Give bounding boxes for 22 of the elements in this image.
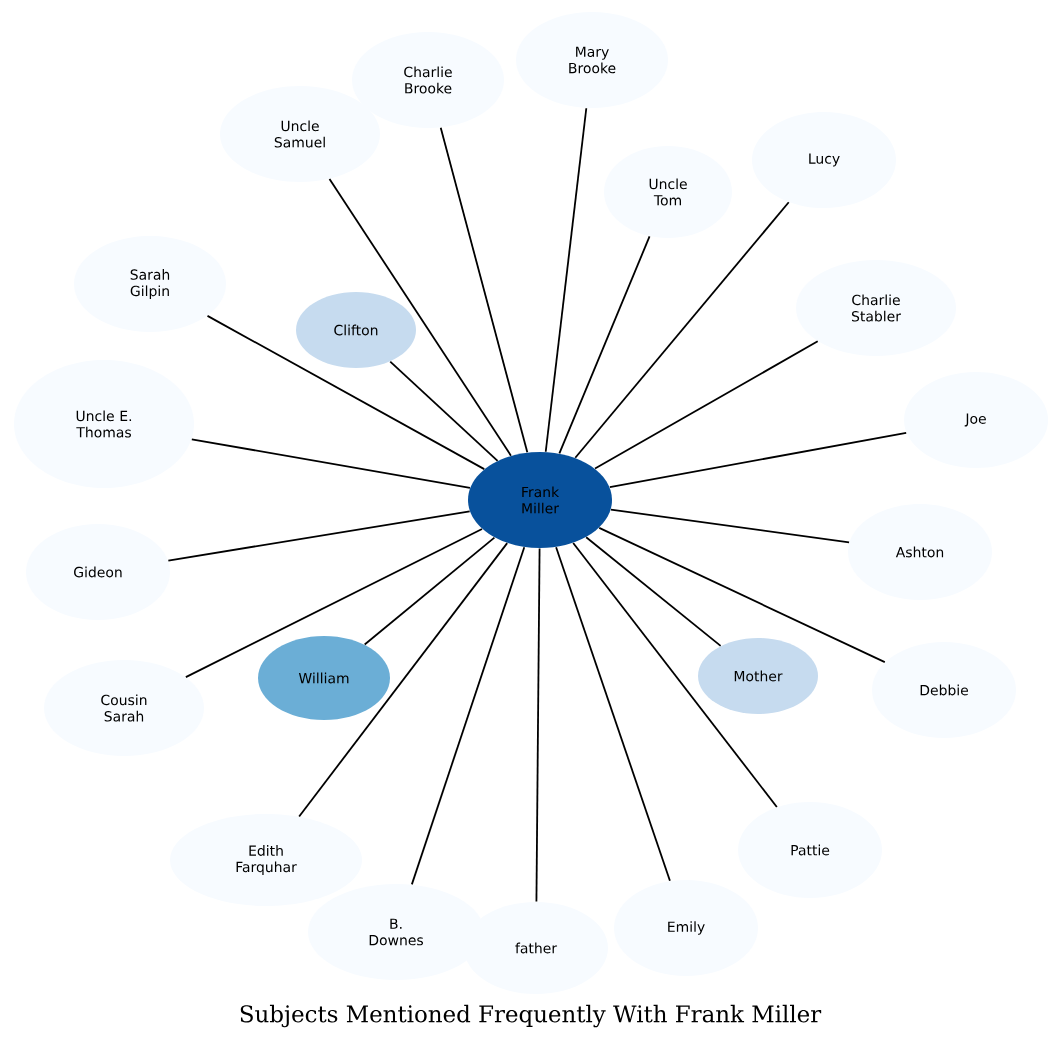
connector-line: [167, 510, 471, 562]
connector-line: [206, 314, 486, 471]
connector-line: [363, 536, 496, 646]
connector-line: [544, 107, 588, 453]
connector-line: [558, 235, 651, 455]
connector-line: [594, 340, 819, 470]
connector-line: [389, 360, 499, 462]
connector-line: [610, 508, 850, 544]
connector-line: [598, 526, 886, 664]
chart-title: Subjects Mentioned Frequently With Frank Miller: [240, 1004, 822, 1028]
connector-line: [585, 536, 722, 647]
connector-line: [439, 126, 529, 454]
connector-line: [555, 546, 671, 882]
connector-line: [410, 546, 526, 886]
connector-line: [535, 547, 541, 903]
connector-line: [190, 438, 471, 489]
connector-line: [328, 178, 512, 457]
connector-line: [608, 431, 908, 489]
connector-line: [574, 201, 790, 459]
connector-line: [298, 542, 509, 818]
connector-line: [184, 528, 483, 678]
connector-line: [572, 542, 778, 808]
